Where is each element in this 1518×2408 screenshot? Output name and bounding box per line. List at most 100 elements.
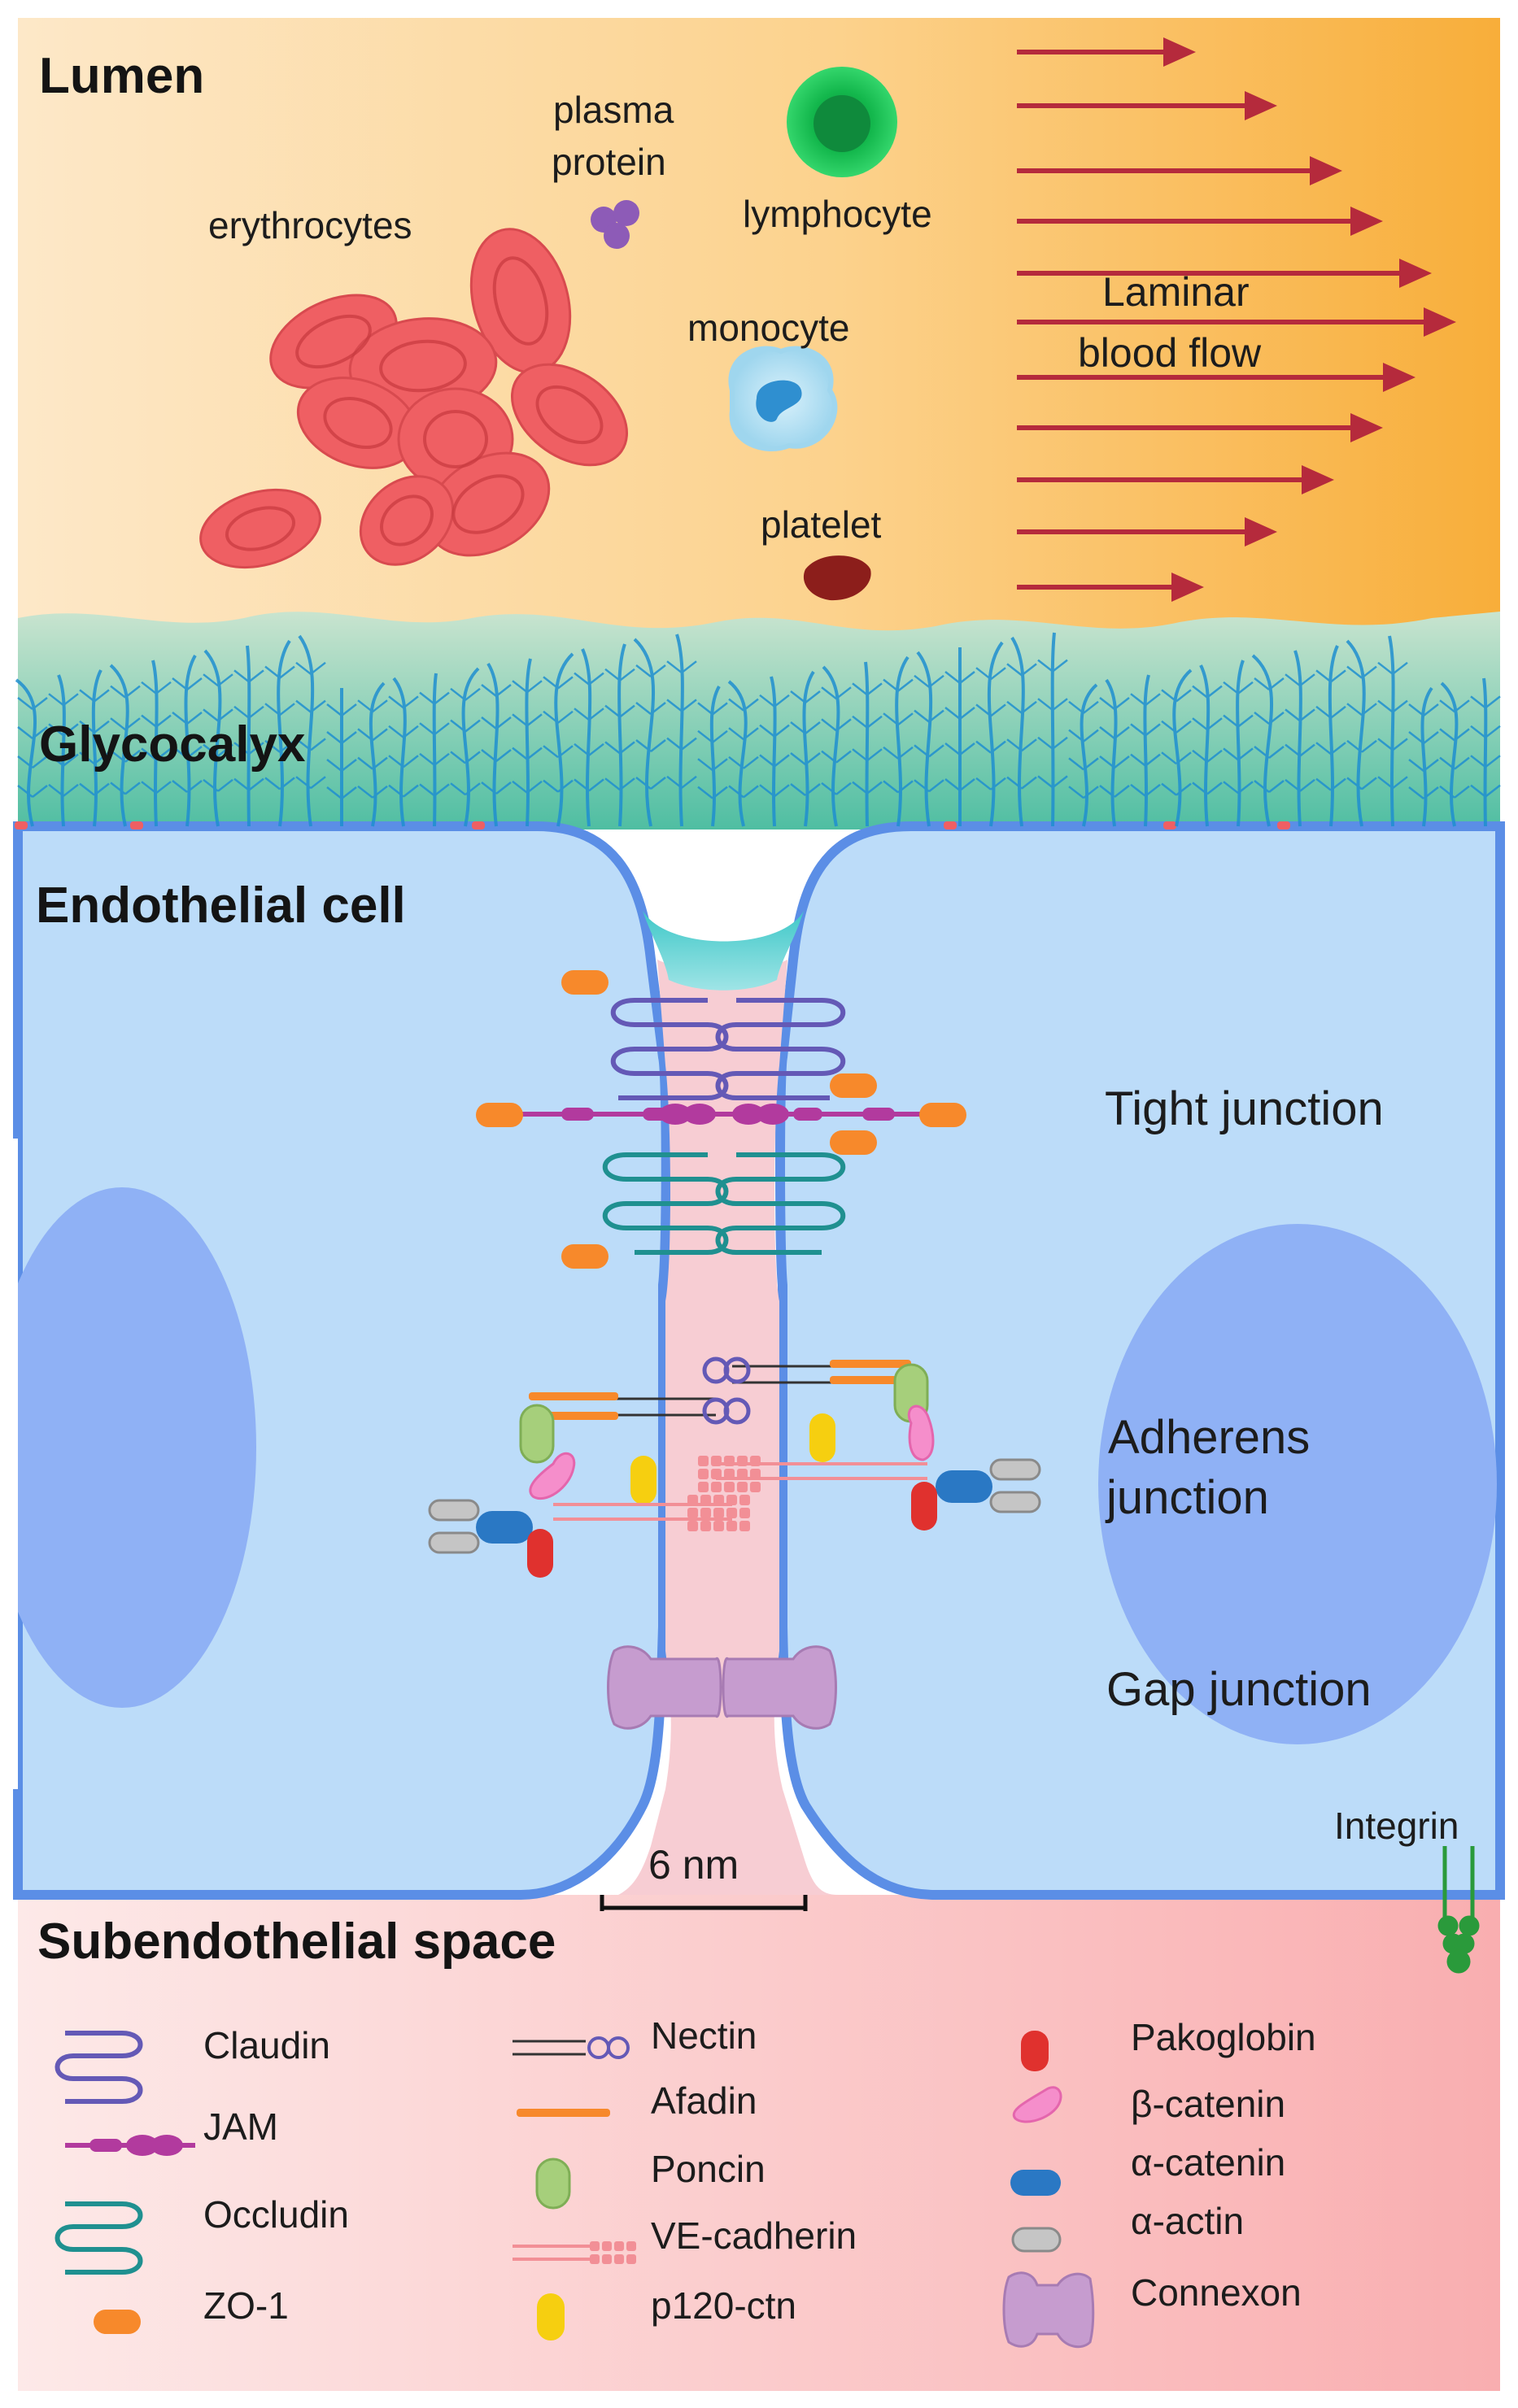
glycocalyx-branch bbox=[419, 722, 450, 736]
glycocalyx-branch bbox=[79, 720, 110, 734]
glycocalyx-branch bbox=[326, 703, 357, 716]
glycocalyx-fiber bbox=[91, 669, 103, 827]
glycocalyx-branch bbox=[883, 678, 914, 692]
glycocalyx-branch bbox=[203, 673, 233, 687]
ve-cadherin-block bbox=[726, 1495, 737, 1505]
glycocalyx-branch bbox=[17, 697, 48, 710]
glycocalyx-branch bbox=[1099, 726, 1130, 739]
ve-cadherin-block bbox=[698, 1456, 709, 1466]
erythrocyte-cluster bbox=[199, 228, 629, 569]
erythrocyte bbox=[510, 363, 629, 467]
ve-cadherin-block bbox=[724, 1456, 735, 1466]
legend-label-connexon: Connexon bbox=[1131, 2271, 1302, 2314]
flow-arrow-head bbox=[1302, 465, 1334, 494]
glycocalyx-branch bbox=[697, 702, 728, 716]
legend-label-nectin: Nectin bbox=[651, 2014, 757, 2057]
glycocalyx-branch bbox=[1315, 777, 1346, 791]
glycocalyx-branch bbox=[574, 708, 604, 721]
glycocalyx-branch bbox=[48, 693, 79, 707]
glycocalyx-branch bbox=[79, 751, 110, 765]
glycocalyx-fiber bbox=[1251, 654, 1274, 827]
glycocalyx-fiber bbox=[298, 634, 315, 827]
legend-zo1-icon bbox=[94, 2310, 141, 2334]
ve-cadherin-strands bbox=[553, 1456, 927, 1531]
glycocalyx-branch bbox=[728, 785, 759, 799]
glycocalyx-branch bbox=[1470, 695, 1501, 709]
laminar-flow-arrows bbox=[1017, 37, 1456, 602]
glycocalyx-branch bbox=[1006, 738, 1037, 752]
gap-junction-label: Gap junction bbox=[1106, 1663, 1372, 1716]
glycocalyx-branch bbox=[512, 747, 543, 760]
glycocalyx-branch bbox=[1068, 786, 1099, 799]
glycocalyx-branch bbox=[975, 777, 1006, 790]
flow-arrow-head bbox=[1383, 363, 1415, 392]
glycocalyx-branch bbox=[543, 710, 574, 724]
scale-label: 6 nm bbox=[648, 1842, 739, 1888]
ve-cadherin-block bbox=[711, 1456, 722, 1466]
glycocalyx-branch bbox=[944, 742, 975, 755]
glycocalyx-heading: Glycocalyx bbox=[39, 716, 306, 773]
legend-afadin-icon bbox=[517, 2109, 610, 2117]
glycocalyx-branch bbox=[1161, 782, 1192, 796]
erythrocyte bbox=[199, 488, 321, 569]
glycocalyx-fiber bbox=[916, 651, 933, 827]
ve-cadherin-block bbox=[750, 1456, 761, 1466]
integrin-label: Integrin bbox=[1334, 1805, 1459, 1847]
legend-alpha-catenin-icon bbox=[1010, 2170, 1061, 2196]
subendothelial-space-heading: Subendothelial space bbox=[37, 1914, 556, 1970]
glycocalyx-fiber bbox=[1328, 645, 1339, 827]
ve-cadherin-block bbox=[713, 1495, 724, 1505]
glycocalyx-branch bbox=[1377, 738, 1408, 751]
glycocalyx-branch bbox=[17, 755, 48, 769]
glycocalyx-branch bbox=[635, 664, 666, 677]
integrin-icon bbox=[1437, 1846, 1480, 1974]
glycocalyx-branch bbox=[172, 712, 203, 725]
ve-cadherin-block bbox=[711, 1482, 722, 1492]
ve-cadherin-block bbox=[726, 1521, 737, 1531]
glycocalyx-branch bbox=[697, 786, 728, 799]
glycocalyx-branch bbox=[1037, 736, 1068, 750]
monocyte-label: monocyte bbox=[687, 307, 850, 349]
glycocalyx-branch bbox=[172, 780, 203, 793]
glycocalyx-branch bbox=[1099, 785, 1130, 798]
glycocalyx-branch bbox=[1346, 739, 1377, 753]
adherens-junction-proteins bbox=[428, 1356, 1041, 1578]
glycocalyx-branch bbox=[1285, 778, 1315, 792]
ve-cadherin-block bbox=[739, 1508, 750, 1518]
glycocalyx-branch bbox=[110, 685, 141, 699]
glycocalyx-branch bbox=[1130, 783, 1161, 797]
glycocalyx-branch bbox=[295, 738, 326, 751]
platelet-label: platelet bbox=[761, 503, 882, 546]
subendothelial-background bbox=[18, 1895, 1500, 2391]
ve-cadherin-block bbox=[713, 1508, 724, 1518]
glycocalyx-branch bbox=[975, 667, 1006, 681]
glycocalyx-fiber bbox=[1143, 674, 1150, 827]
tight-junction-proteins bbox=[476, 970, 966, 1269]
glycocalyx-branch bbox=[512, 713, 543, 727]
glycocalyx-fiber bbox=[392, 677, 407, 827]
ve-cadherin-block bbox=[700, 1521, 711, 1531]
glycocalyx-branch bbox=[666, 660, 697, 674]
glycocalyx-branch bbox=[1223, 714, 1254, 728]
glycocalyx-branch bbox=[1346, 777, 1377, 790]
glycocalyx-branch bbox=[1470, 725, 1501, 738]
glycocalyx-branch bbox=[388, 755, 419, 769]
glycocalyx-branch bbox=[1439, 699, 1470, 713]
legend-label-jam: JAM bbox=[203, 2105, 278, 2148]
glycocalyx-branch bbox=[604, 777, 635, 791]
glycocalyx-fiber bbox=[822, 665, 840, 827]
glycocalyx-branch bbox=[172, 746, 203, 759]
glycocalyx-branch bbox=[295, 699, 326, 713]
glycocalyx-branch bbox=[1285, 708, 1315, 722]
glycocalyx-branch bbox=[326, 786, 357, 799]
glycocalyx-branch bbox=[790, 690, 821, 703]
ve-cadherin-block bbox=[687, 1508, 698, 1518]
glycocalyx-branch bbox=[419, 783, 450, 797]
glycocalyx-branch bbox=[1099, 755, 1130, 769]
glycocalyx-branch bbox=[141, 747, 172, 761]
glycocalyx-branch bbox=[604, 704, 635, 718]
glycocalyx-branch bbox=[574, 778, 604, 792]
glycocalyx-branch bbox=[975, 740, 1006, 754]
ve-cadherin-block bbox=[737, 1482, 748, 1492]
